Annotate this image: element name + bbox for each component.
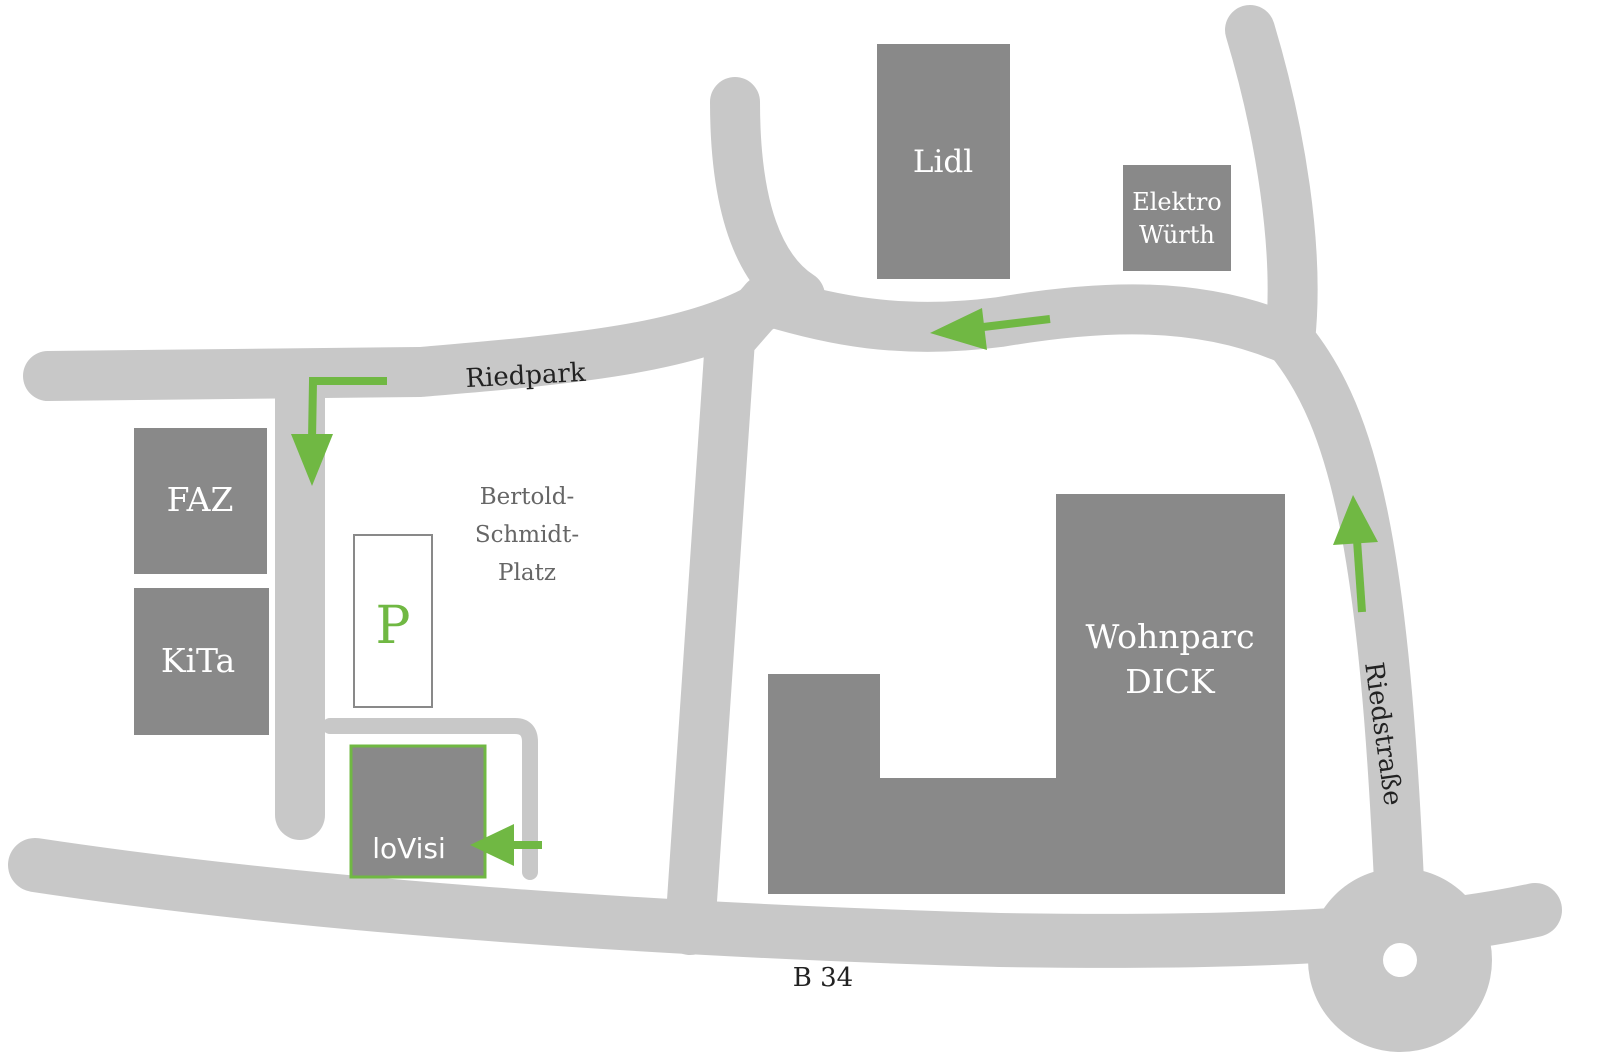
arrow-lidl-street-left [930, 308, 1051, 350]
road-riedstrasse [1225, 5, 1425, 930]
parking-lot [353, 534, 433, 708]
building-kita [134, 588, 269, 735]
building-elektro-wuerth [1123, 165, 1231, 271]
street-label-riedpark: Riedpark [465, 358, 587, 394]
arrow-riedpark-turn-down [291, 377, 387, 486]
lovisi-logo: loVisi [372, 832, 446, 865]
label-faz: FAZ [167, 480, 234, 519]
arrow-lovisi-entry [470, 824, 542, 866]
arrow-riedstrasse-up [1333, 495, 1378, 613]
label-kita: KiTa [161, 641, 235, 680]
building-faz [134, 428, 267, 574]
label-dick: DICK [1125, 662, 1216, 701]
label-wuerth: Würth [1139, 221, 1215, 249]
area-label-line3: Platz [498, 560, 556, 586]
road-riedpark [23, 280, 790, 401]
building-lovisi [349, 744, 487, 879]
label-lidl: Lidl [913, 144, 973, 180]
building-lidl [877, 44, 1010, 279]
parking-label: P [376, 596, 411, 656]
route-arrows [291, 308, 1378, 866]
road-network [8, 5, 1562, 1052]
street-label-b34: B 34 [793, 963, 853, 993]
area-label-line1: Bertold- [480, 484, 574, 510]
building-wohnparc-dick [768, 494, 1285, 894]
road-riedpark-north-branch [710, 77, 825, 321]
area-label-line2: Schmidt- [475, 522, 579, 548]
road-lovisi-access [322, 718, 538, 880]
roundabout-island [1383, 943, 1417, 977]
road-connector [665, 275, 790, 955]
label-wohnparc: Wohnparc [1085, 617, 1254, 656]
buildings [134, 44, 1285, 894]
label-elektro: Elektro [1132, 188, 1222, 216]
